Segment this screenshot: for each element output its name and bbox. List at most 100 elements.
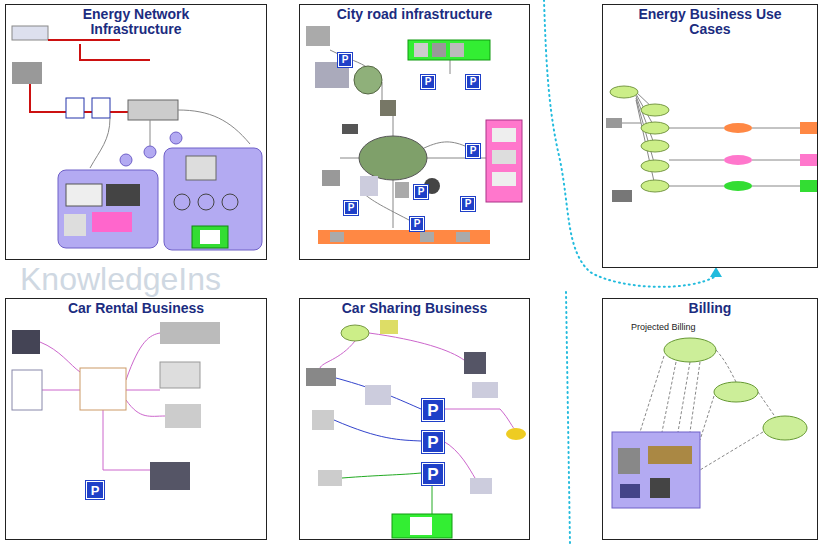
car-sharing-art — [470, 478, 492, 494]
energy-network-art — [186, 156, 216, 180]
car-sharing-art — [306, 368, 336, 386]
energy-use-case-art — [800, 180, 817, 192]
energy-network-art — [64, 214, 86, 236]
energy-network-art — [170, 132, 182, 144]
car-sharing-art — [464, 352, 486, 374]
parking-sign: P — [466, 75, 480, 89]
energy-network-art — [200, 230, 220, 244]
panel-frame: City road infrastructureP P P P P P P P — [299, 4, 530, 260]
city-road-art — [360, 176, 378, 196]
energy-use-case-art — [724, 123, 752, 133]
panel-title: City road infrastructure — [305, 7, 525, 22]
energy-use-case-art — [641, 180, 669, 192]
energy-use-case-art — [606, 86, 817, 202]
panel-title: Car Sharing Business — [305, 301, 525, 316]
parking-sign: P — [86, 481, 104, 499]
panel-frame: Car Rental BusinessP — [5, 298, 267, 540]
car-sharing-art — [410, 517, 432, 535]
parking-letter: P — [427, 402, 438, 419]
energy-network-art — [92, 98, 110, 118]
city-road-art — [432, 43, 446, 57]
car-sharing-art — [380, 320, 398, 334]
billing-art — [664, 338, 716, 362]
dotted-flow-line — [544, 0, 722, 544]
city-road-art — [318, 230, 490, 244]
panel-frame: Car Sharing BusinessPPP — [299, 298, 530, 540]
energy-network-art — [106, 184, 140, 206]
dotted-flow-line — [566, 292, 570, 544]
parking-letter: P — [425, 77, 432, 87]
car-sharing-art — [334, 378, 421, 441]
city-road-art — [492, 150, 516, 164]
parking-sign: P — [466, 144, 480, 158]
energy-use-case-art — [610, 86, 638, 98]
parking-sign: P — [461, 197, 475, 211]
car-rental-art — [12, 370, 42, 410]
dotted-flow-line — [710, 267, 722, 277]
panel-title: Energy Business Use Cases — [625, 7, 795, 36]
energy-use-case-art — [606, 118, 622, 128]
city-road-art — [492, 128, 516, 142]
city-road-art — [359, 136, 427, 180]
dotted-flow-line — [544, 0, 716, 287]
energy-network-art — [144, 146, 156, 158]
panel-frame: Energy Network Infrastructure — [5, 4, 267, 260]
car-rental-art — [150, 462, 190, 490]
panel-title: Car Rental Business — [16, 301, 256, 316]
car-sharing-art — [506, 428, 526, 440]
energy-network-art — [66, 98, 84, 118]
car-sharing-art — [472, 382, 498, 398]
city-road-art — [322, 170, 340, 186]
parking-letter: P — [342, 55, 349, 65]
city-road-art — [395, 182, 409, 198]
car-rental-art — [160, 362, 200, 388]
energy-network-art — [198, 194, 214, 210]
billing-art — [612, 338, 807, 508]
city-road-art — [380, 100, 396, 116]
car-sharing-art — [320, 333, 516, 478]
parking-sign: P — [422, 431, 444, 453]
energy-use-case-art — [622, 92, 800, 186]
parking-letter: P — [348, 203, 355, 213]
car-sharing-art — [341, 325, 369, 341]
billing-art — [650, 478, 670, 498]
billing-art — [612, 432, 700, 508]
energy-network-art — [12, 62, 42, 84]
panel-heading: Projected Billing — [631, 323, 696, 333]
parking-letter: P — [427, 466, 438, 483]
billing-art — [640, 350, 776, 470]
car-sharing-art — [306, 320, 526, 538]
energy-network-art — [12, 26, 48, 40]
city-road-art — [330, 232, 344, 242]
parking-letter: P — [427, 434, 438, 451]
city-road-art — [450, 43, 464, 57]
billing-art — [714, 382, 758, 402]
energy-network-art — [92, 212, 132, 232]
energy-network-art — [192, 226, 228, 248]
energy-network-art — [120, 154, 132, 166]
parking-sign: P — [422, 399, 444, 421]
energy-network-art — [164, 148, 262, 250]
parking-letter: P — [465, 199, 472, 209]
panel-frame: Energy Business Use Cases — [602, 4, 818, 268]
energy-use-case-art — [641, 160, 669, 172]
billing-art — [763, 416, 807, 440]
energy-use-case-art — [800, 122, 817, 134]
energy-network-art — [66, 184, 102, 206]
car-rental-art — [160, 322, 220, 344]
city-road-art — [486, 120, 522, 202]
city-road-art — [330, 50, 486, 228]
car-sharing-art — [312, 410, 334, 430]
energy-network-art — [222, 194, 238, 210]
parking-sign: P — [338, 53, 352, 67]
city-road-art — [456, 232, 470, 242]
car-rental-art — [12, 322, 220, 490]
parking-sign: P — [410, 217, 424, 231]
city-road-art — [342, 124, 358, 134]
city-road-art — [408, 40, 490, 60]
panel-frame: BillingProjected Billing — [602, 298, 818, 540]
billing-art — [620, 484, 640, 498]
city-road-art — [306, 26, 330, 46]
parking-letter: P — [418, 187, 425, 197]
parking-letter: P — [470, 77, 477, 87]
